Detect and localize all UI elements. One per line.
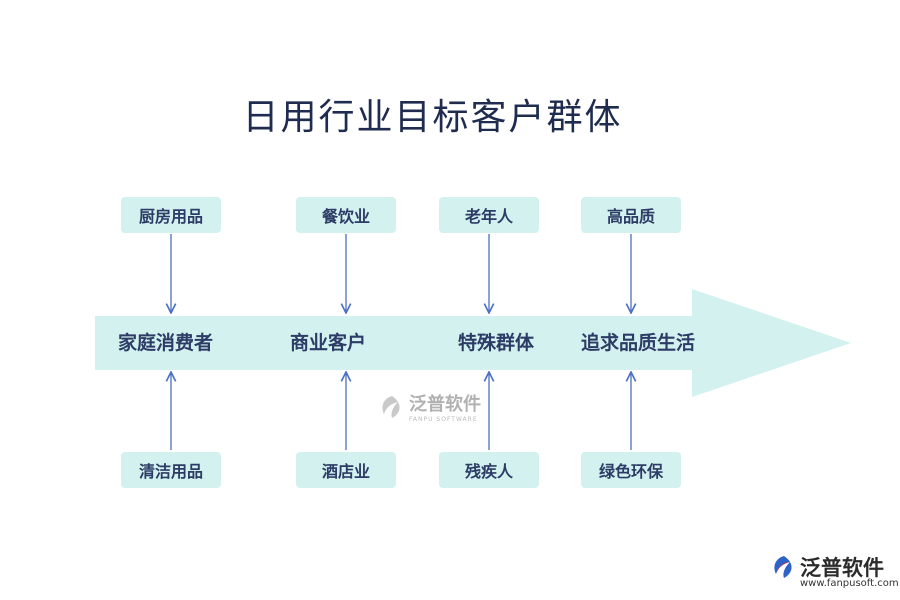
bottom-item-box-3: 残疾人 [439, 452, 539, 488]
bottom-item-box-2: 酒店业 [296, 452, 396, 488]
top-item-box-1: 厨房用品 [121, 197, 221, 233]
bottom-item-box-4: 绿色环保 [581, 452, 681, 488]
brand-logo: 泛普软件 www.fanpusoft.com [770, 552, 899, 589]
watermark-sub: FANPU SOFTWARE [409, 416, 478, 423]
brand-logo-url: www.fanpusoft.com [800, 578, 899, 589]
watermark-logo-icon [382, 395, 400, 418]
top-item-box-3: 老年人 [439, 197, 539, 233]
main-arrow [95, 289, 851, 397]
category-label-1: 家庭消费者 [118, 331, 214, 354]
watermark: 泛普软件 FANPU SOFTWARE [378, 390, 481, 423]
category-label-3: 特殊群体 [458, 331, 535, 354]
top-item-box-2: 餐饮业 [296, 197, 396, 233]
page-title: 日用行业目标客户群体 [242, 97, 623, 138]
brand-logo-name: 泛普软件 [800, 556, 884, 580]
bottom-item-box-1: 清洁用品 [121, 452, 221, 488]
brand-logo-icon [774, 556, 792, 578]
watermark-name: 泛普软件 [409, 394, 481, 415]
category-label-4: 追求品质生活 [581, 331, 696, 354]
category-label-2: 商业客户 [290, 331, 367, 354]
top-item-box-4: 高品质 [581, 197, 681, 233]
